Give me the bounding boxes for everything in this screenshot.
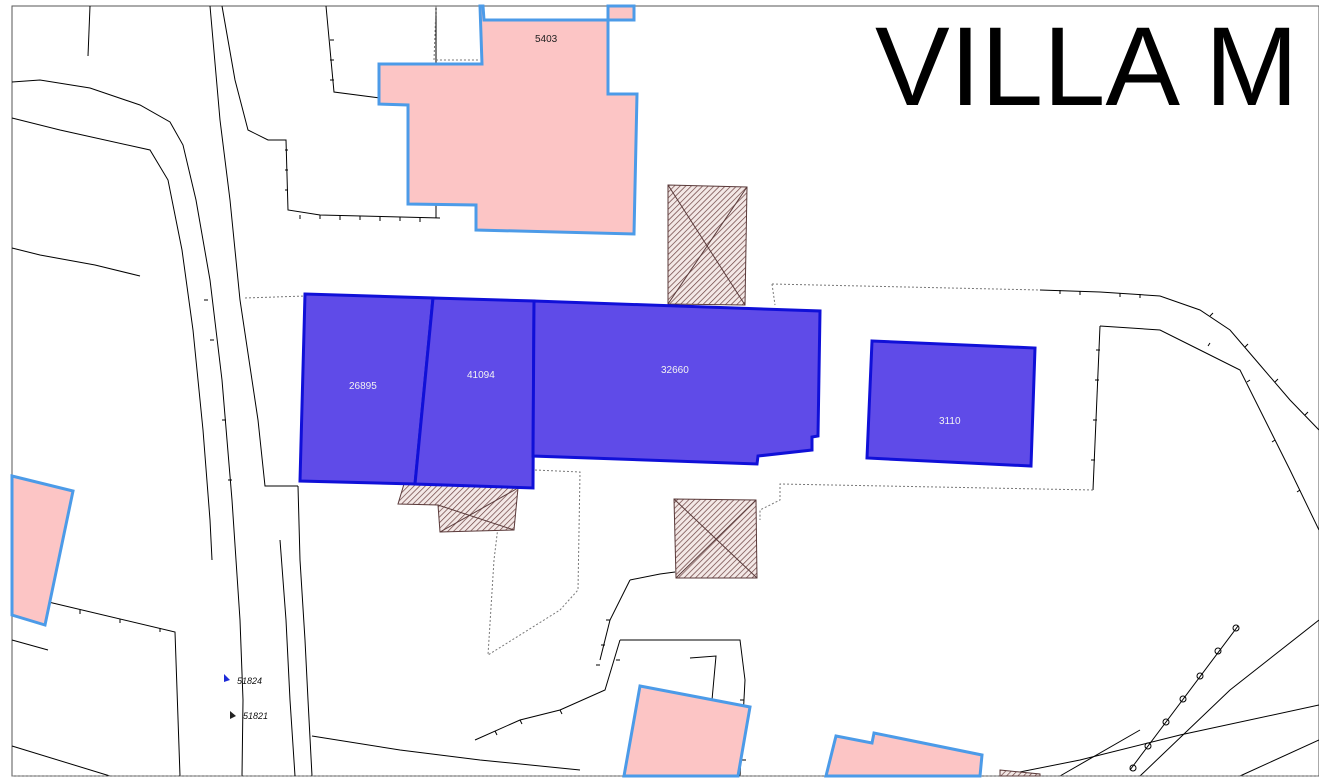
hatched-structures [397,184,1041,777]
parcel-label-26895: 26895 [349,381,377,392]
point-marker-icon [224,674,230,682]
hatched-structure-bottom-right[interactable] [999,769,1041,777]
building-bottom-center[interactable] [622,684,752,778]
highlighted-buildings [298,292,1037,490]
parcel-label-32660: 32660 [661,365,689,376]
parcel-label-5403: 5403 [535,34,558,45]
building-left-edge[interactable] [10,474,75,627]
point-marker-icon [230,711,236,719]
map-title: VILLA M [875,4,1298,129]
point-label: 51821 [243,711,268,721]
building-41094[interactable] [413,296,536,490]
parcel-label-3110: 3110 [939,416,961,427]
tick-marks [39,39,1309,761]
building-3110[interactable] [865,339,1037,468]
parcel-label-41094: 41094 [467,370,495,381]
pole-markers [1129,624,1240,772]
hatched-structure-middle-left[interactable] [397,483,519,533]
pink-buildings [10,4,984,778]
building-bottom-right[interactable] [824,731,984,778]
survey-point-51821[interactable]: 51821 [230,711,268,721]
survey-point-51824[interactable]: 51824 [224,674,262,686]
point-label: 51824 [237,676,262,686]
building-5403[interactable] [377,4,639,236]
building-32660[interactable] [531,299,822,466]
